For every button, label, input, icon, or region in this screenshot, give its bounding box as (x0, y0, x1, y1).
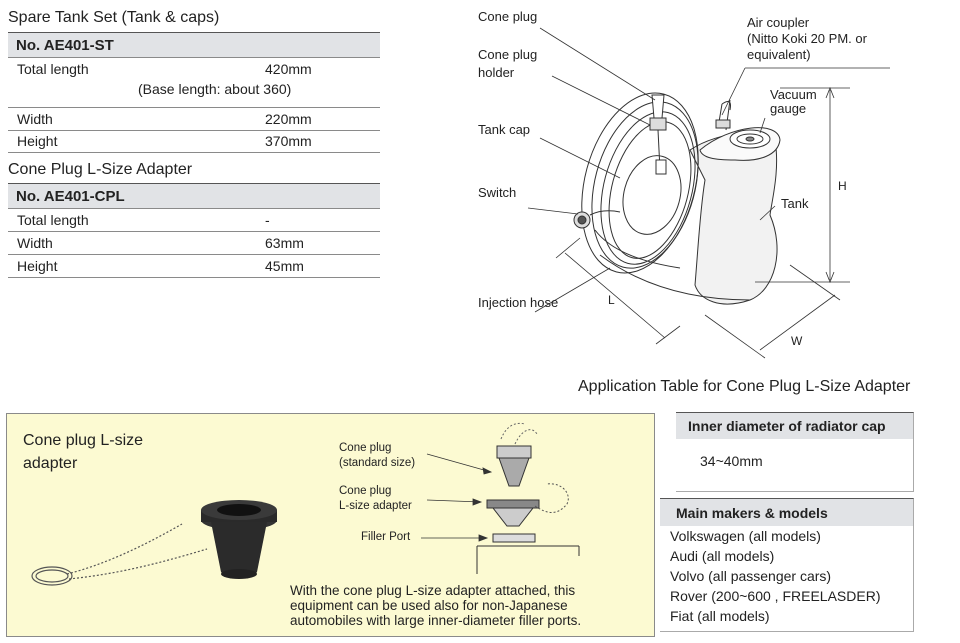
row-value: 420mm (265, 61, 312, 77)
air-coupler-label: Air coupler (Nitto Koki 20 PM. or equiva… (747, 15, 867, 63)
label-line: equivalent) (747, 47, 811, 62)
w-dimension-line (759, 294, 836, 351)
table-row: Total length 420mm (Base length: about 3… (8, 57, 380, 108)
row-label: Height (17, 133, 58, 149)
adapter-spec-title: Cone Plug L-Size Adapter (8, 161, 193, 178)
desc-line: equipment can be used also for non-Japan… (290, 598, 568, 613)
cone-plug-holder (649, 117, 667, 131)
label-line: holder (478, 65, 515, 80)
switch-label: Switch (478, 185, 517, 200)
l-dimension-line (564, 252, 666, 339)
list-item: Rover (200~600 , FREELASDER) (670, 588, 881, 604)
row-value: - (265, 212, 270, 228)
chain-ring (31, 566, 73, 586)
row-value: 45mm (265, 258, 304, 274)
l-size-adapter-label: Cone plug L-size adapter (339, 484, 412, 514)
list-item: Volvo (all passenger cars) (670, 568, 832, 584)
table-row: Height 45mm (8, 255, 380, 278)
injection-hose-label: Injection hose (478, 295, 559, 310)
adapter-chain (534, 483, 569, 513)
row-value: 370mm (265, 133, 312, 149)
inner-diameter-value: 34~40mm (700, 453, 763, 469)
label-line: Vacuum (770, 87, 817, 102)
dimension-h-label: H (838, 179, 847, 193)
l-size-adapter (486, 499, 540, 509)
title-line: Cone plug L-size (23, 432, 144, 449)
filler-port-label: Filler Port (361, 531, 411, 543)
makers-header: Main makers & models (660, 499, 913, 526)
row-value: 63mm (265, 235, 304, 251)
adapter-illustration (31, 422, 580, 586)
label-line: Air coupler (747, 15, 810, 30)
list-item: Audi (all models) (670, 548, 775, 564)
label-line: (Nitto Koki 20 PM. or (747, 31, 867, 46)
label-line: L-size adapter (339, 500, 412, 512)
spare-tank-title: Spare Tank Set (Tank & caps) (8, 9, 220, 26)
standard-cone-plug-label: Cone plug (standard size) (339, 441, 415, 471)
large-adapter-drawing (201, 500, 277, 579)
row-label: Total length (17, 212, 89, 228)
makers-table: Main makers & models Volkswagen (all mod… (660, 498, 914, 632)
application-table-title: Application Table for Cone Plug L-Size A… (578, 378, 911, 395)
injection-hose-coil (581, 92, 699, 274)
table-row: Width 63mm (8, 232, 380, 255)
row-note: (Base length: about 360) (138, 81, 292, 97)
label-line: gauge (770, 101, 807, 116)
table-row: Height 370mm (8, 131, 380, 153)
cone-plug-holder-label: Cone plug holder (478, 47, 537, 81)
inner-diameter-header: Inner diameter of radiator cap (676, 413, 913, 439)
filler-port (492, 533, 536, 543)
dimension-w-label: W (791, 334, 803, 348)
standard-cone-plug (496, 445, 532, 459)
spare-tank-spec-table: No. AE401-ST Total length 420mm (Base le… (8, 32, 380, 153)
table-row: Width 220mm (8, 108, 380, 131)
label-line: Cone plug (339, 442, 392, 454)
row-label: Width (17, 111, 53, 127)
inner-diameter-table: Inner diameter of radiator cap 34~40mm (676, 412, 914, 492)
cone-plug-label: Cone plug (478, 9, 538, 24)
row-label: Height (17, 258, 58, 274)
row-label: Width (17, 235, 53, 251)
label-line: Cone plug (478, 47, 538, 62)
label-line: Cone plug (339, 485, 392, 497)
table-row: Total length - (8, 208, 380, 232)
dimension-l-label: L (608, 293, 615, 307)
adapter-model: No. AE401-CPL (8, 183, 380, 208)
label-line: (standard size) (339, 457, 416, 469)
desc-line: With the cone plug L-size adapter attach… (290, 583, 576, 598)
vacuum-gauge-label: Vacuum gauge (770, 88, 817, 116)
row-label: Total length (17, 61, 89, 77)
bead-chain (66, 523, 208, 580)
adapter-description: With the cone plug L-size adapter attach… (290, 583, 581, 628)
tank-label: Tank (781, 196, 809, 211)
adapter-spec-table: No. AE401-CPL Total length - Width 63mm … (8, 183, 380, 278)
spare-tank-model: No. AE401-ST (8, 32, 380, 57)
cone-plug (651, 94, 665, 119)
list-item: Volkswagen (all models) (670, 528, 821, 544)
row-value: 220mm (265, 111, 312, 127)
adapter-panel-title: Cone plug L-size adapter (23, 429, 143, 475)
adapter-panel: Cone plug L-size adapter (6, 413, 655, 637)
tank-diagram (527, 27, 890, 359)
tank-cap-label: Tank cap (478, 122, 531, 137)
list-item: Fiat (all models) (670, 608, 770, 624)
title-line: adapter (23, 455, 78, 472)
desc-line: automobiles with large inner-diameter fi… (290, 613, 582, 628)
